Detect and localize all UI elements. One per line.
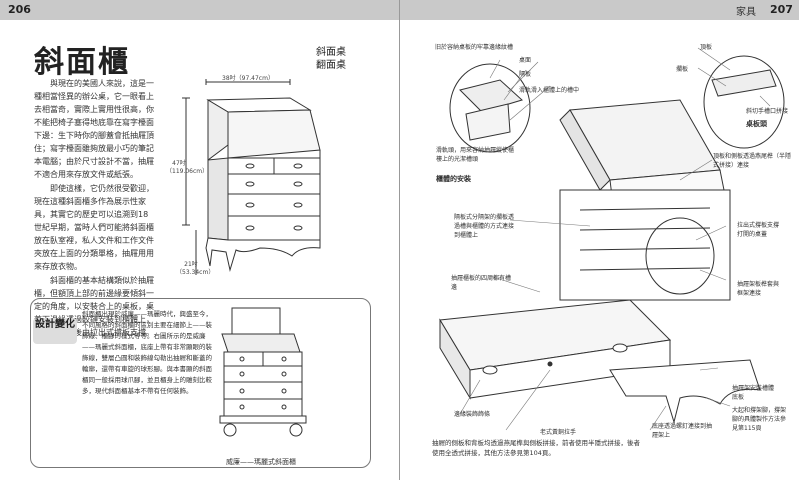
exploded-desk-diagram	[430, 30, 790, 440]
design-variation-badge: 設計變化	[33, 318, 77, 344]
callout-edge-trim: 邊緣裝飾飾條	[454, 411, 491, 418]
callout-back-panel: 底座透過螺釘連接到抽屜架上	[652, 423, 713, 439]
callout-desk-lid: 桌面	[519, 57, 532, 64]
callout-partition: 隔板式分隔架的擱板透過槽與櫃體的方式連接到櫃體上	[454, 214, 515, 239]
design-variation-caption: 威廉——瑪麗式斜面櫃	[226, 458, 296, 466]
right-section-title: 家具	[736, 7, 756, 18]
design-variation-box	[30, 298, 371, 468]
page-title: 斜面櫃	[34, 45, 130, 80]
callout-top-grain: 旧於容納桌板的牢靠邊緣紋槽	[435, 44, 514, 51]
left-page-number: 206	[8, 3, 31, 16]
height-dimension: 47吋（119.06cm）	[166, 160, 209, 175]
design-variation-text: 斜面櫃出現於威廉——瑪麗時代，興盛至今，不同風格的斜面櫃的區別主要在細節上——裝…	[82, 310, 212, 395]
callout-pull-out: 拉出式撐板支撐打開的桌蓋	[737, 222, 780, 238]
page-gutter	[399, 0, 400, 480]
paragraph: 斜面櫃的基本結構類似於抽屜櫃，但額頂上部的前邊緣要傾斜一定的角度，以安裝合上的桌…	[34, 276, 154, 337]
lid-head-label: 桌板頭	[746, 120, 767, 128]
intro-text: 與現在的美國人來說，這是一種相當怪異的辦公桌，它一眼看上去相當奇，實際上實用性很…	[34, 77, 156, 340]
callout-runner: 抽屜架板榫套與框架連接	[737, 281, 780, 297]
callout-dovetail: 頂板和側板透過燕尾榫（半隱式拼接）連接	[713, 153, 792, 169]
bottom-caption: 抽屜的側板和背板均透過燕尾榫與側板拼接，前者使用半隱式拼接，後者使用全透式拼接，…	[432, 439, 640, 457]
drawer-mount-label: 櫃體的安裝	[436, 175, 471, 183]
callout-dust-panel: 抽屜櫃板的四周都有槽邊	[451, 275, 512, 291]
callout-slide-into: 滑軌滑入櫃體上的槽中	[519, 87, 580, 94]
subtitle-2: 翻面桌	[316, 60, 346, 71]
callout-base-molding: 抽屜架安裝槽體底板	[732, 385, 775, 401]
right-page-number: 207	[770, 3, 793, 16]
slant-front-desk-illustration	[160, 70, 360, 300]
callout-breadboard: 斜切手槽口拼接	[746, 108, 789, 115]
depth-dimension: 21吋（53.34cm）	[176, 261, 215, 276]
callout-lid-frame: 擱板	[676, 66, 689, 73]
william-mary-desk-illustration	[214, 306, 334, 456]
callout-top-panel: 頂板	[700, 44, 713, 51]
callout-bun-feet: 大起和撐架腳，撐架腳的具體製作方法參見第115頁	[732, 407, 787, 432]
paragraph: 與現在的美國人來說，這是一種相當怪異的辦公桌，它一眼看上去相當奇，實際上實用性很…	[34, 79, 154, 179]
paragraph: 即使這樣，它仍然很受歡迎，現在這種斜面櫃多作為展示性家具，其實它的歷史可以追溯到…	[34, 184, 154, 271]
callout-hinge: 隔板	[519, 71, 532, 78]
subtitle-1: 斜面桌	[316, 47, 346, 58]
callout-drawer-slot: 滑軌頭，用來容納抽屜縱使櫃樓上的光潔槽頭	[436, 147, 515, 163]
width-dimension: 38吋（97.47cm）	[222, 75, 274, 82]
callout-pull: 老式黃銅拉手	[540, 429, 577, 436]
